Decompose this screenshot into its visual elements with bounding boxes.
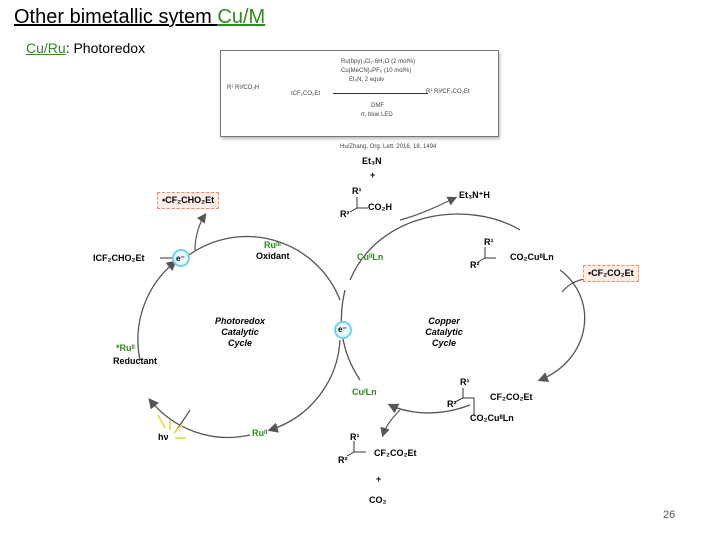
electron-left: e⁻: [176, 254, 185, 263]
reductant-label: Reductant: [113, 356, 158, 366]
et3n-label: Et₃N: [362, 156, 382, 166]
scheme-base-2: rt, blue LED: [361, 112, 393, 118]
intermediate-cf: CF₂CO₂Et: [490, 392, 533, 402]
photoredox-cycle-arc-bottom: [148, 397, 251, 439]
product-r1: R¹: [350, 432, 360, 442]
copper-line-2: Catalytic: [425, 327, 463, 337]
photoredox-line-3: Cycle: [227, 338, 253, 348]
product-group: CF₂CO₂Et: [374, 448, 417, 458]
cu2-label: CuᴵᴵLn: [357, 252, 384, 262]
photoredox-cycle-arc-top: [184, 235, 341, 301]
structure-bonds: [346, 197, 496, 457]
ru2-bottom: Ruᴵᴵ: [252, 428, 268, 438]
reagent-left: ICF₂CHO₂Et: [93, 253, 145, 263]
intermediate-r2: R²: [447, 399, 457, 409]
electron-circle-center: [334, 321, 352, 339]
light-label: hν: [158, 432, 169, 442]
intermediate-cu: CO₂CuᴵᴵLn: [470, 413, 514, 423]
reaction-scheme: Ru(bpy)₃Cl₂·6H₂O (2 mol%) Cu(MeCN)₄PF₆ (…: [220, 50, 499, 137]
acid-group: CO₂H: [368, 202, 392, 212]
et3nh-label: Et₃N⁺H: [459, 190, 490, 200]
scheme-reactant-a: R¹ R²⁄⁄CO₂H: [227, 85, 259, 91]
acid-r1: R¹: [352, 186, 362, 196]
scheme-product: R¹ R²⁄⁄CF₂CO₂Et: [426, 89, 470, 95]
carboxylate-group: CO₂CuᴵᴵLn: [510, 252, 554, 262]
electron-circle-left: [172, 249, 190, 267]
copper-line-3: Cycle: [431, 338, 457, 348]
radical-top-box: •CF₂CHO₂Et: [157, 192, 220, 209]
arrow-product-out: [380, 409, 401, 438]
scheme-citation: Hu/Zhang, Org. Lett. 2016, 18, 1494: [340, 144, 437, 150]
oxidant-species: Ruᴵᴵᴵ: [264, 240, 281, 250]
scheme-catalyst-2: Cu(MeCN)₄PF₆ (10 mol%): [341, 68, 412, 74]
photoredox-cycle-arc-right: [267, 339, 341, 433]
arrow-et3nh-out: [399, 196, 458, 221]
plus-1: +: [370, 170, 376, 180]
reductant-species: *Ruᴵᴵ: [116, 343, 135, 353]
slide-title: Other bimetallic sytem Cu/M: [14, 6, 265, 29]
oxidant-label: Oxidant: [256, 251, 290, 261]
copper-cycle-arc-right-top: [537, 269, 586, 382]
page-number: 26: [663, 509, 676, 521]
plus-2: +: [376, 474, 382, 484]
photoredox-line-2: Catalytic: [221, 327, 259, 337]
scheme-arrow: [333, 93, 428, 94]
scheme-catalyst-1: Ru(bpy)₃Cl₂·6H₂O (2 mol%): [341, 59, 416, 65]
scheme-catalyst-3: Et₃N, 2 equiv: [349, 77, 385, 83]
scheme-reactant-b: ICF₂CO₂Et: [291, 91, 320, 97]
copper-line-1: Copper: [428, 316, 460, 326]
copper-cycle-arc-top: [349, 213, 521, 281]
arrow-to-radical-top: [194, 213, 207, 251]
subtitle-rest: : Photoredox: [65, 40, 146, 56]
product-r2: R²: [338, 455, 348, 465]
acid-r2: R²: [340, 209, 350, 219]
slide-subtitle: Cu/Ru: Photoredox: [26, 40, 145, 56]
light-rays: [157, 414, 186, 439]
intermediate-r1: R¹: [460, 377, 470, 387]
radical-right-box: •CF₂CO₂Et: [583, 265, 639, 282]
photoredox-line-1: Photoredox: [214, 316, 265, 326]
title-accent: Cu/M: [217, 6, 266, 28]
title-prefix: Other bimetallic sytem: [14, 6, 218, 28]
photoredox-cycle-label: Photoredox Catalytic Cycle: [208, 316, 272, 349]
carboxylate-r2: R²: [470, 260, 480, 270]
electron-center: e⁻: [338, 325, 347, 334]
cu1-label: CuᴵLn: [352, 387, 377, 397]
copper-cycle-arc-bottom: [387, 403, 471, 414]
photoredox-cycle-arc-left: [137, 260, 178, 361]
subtitle-accent: Cu/Ru: [26, 40, 66, 56]
co2-label: CO₂: [369, 495, 387, 505]
copper-cycle-label: Copper Catalytic Cycle: [412, 316, 476, 349]
carboxylate-r1: R¹: [484, 237, 494, 247]
scheme-base-1: DMF: [371, 103, 384, 109]
